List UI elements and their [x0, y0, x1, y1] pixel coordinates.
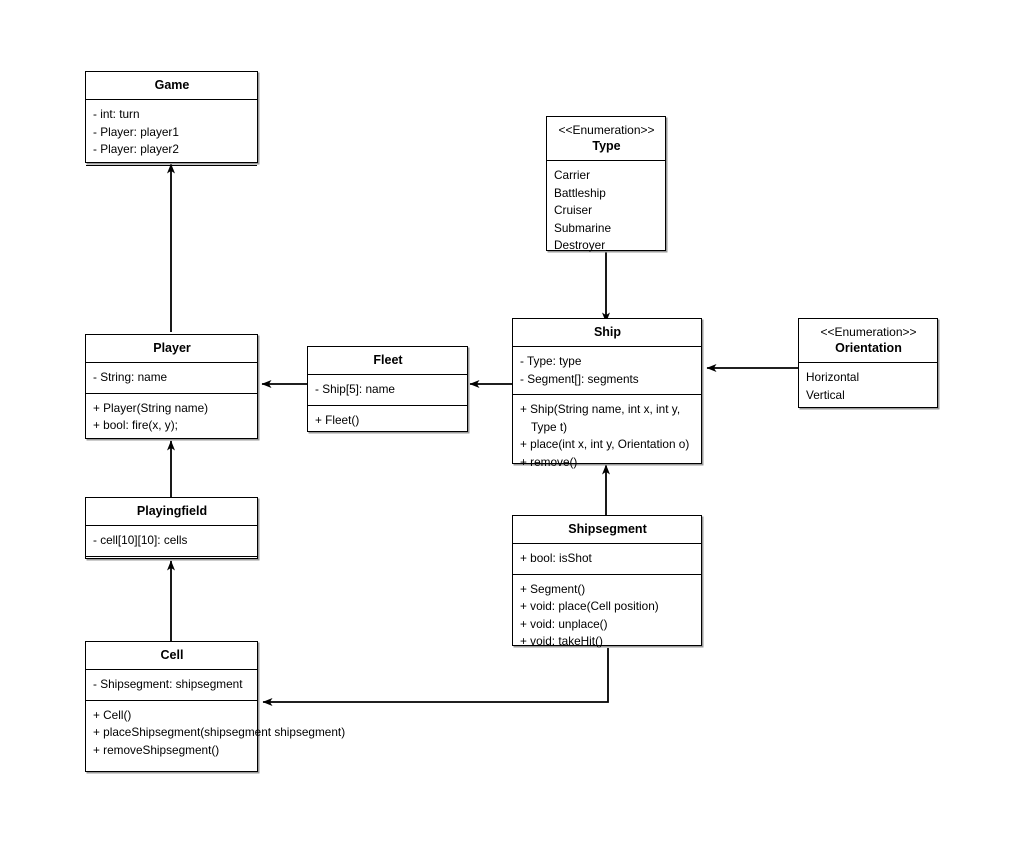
enum-literal: Destroyer [554, 238, 606, 252]
class-operations-ship: + Ship(String name, int x, int y, Type t… [513, 395, 701, 477]
attribute-line: - Segment[]: segments [520, 371, 639, 386]
class-box-cell[interactable]: Cell - Shipsegment: shipsegment + Cell()… [85, 641, 346, 772]
attribute-line: - Ship[5]: name [315, 382, 395, 396]
class-title-shipsegment: Shipsegment [513, 516, 701, 544]
class-operations-playingfield [86, 557, 257, 565]
class-box-game[interactable]: Game - int: turn - Player: player1 - Pla… [85, 71, 258, 166]
class-attributes-ship: - Type: type - Segment[]: segments [513, 347, 701, 395]
attribute-line: - Player: player1 [93, 124, 179, 139]
class-box-fleet[interactable]: Fleet - Ship[5]: name + Fleet() [307, 346, 468, 432]
stereotype-label: <<Enumeration>> [558, 123, 655, 137]
class-attributes-fleet: - Ship[5]: name [308, 375, 467, 406]
operation-line: + remove() [520, 454, 578, 469]
attribute-line: + bool: isShot [520, 551, 592, 565]
attribute-line: - Player: player2 [93, 142, 179, 156]
class-box-shipsegment[interactable]: Shipsegment + bool: isShot + Segment() +… [512, 515, 702, 648]
enum-literals-orientation: Horizontal Vertical [799, 363, 937, 410]
class-title-player: Player [86, 335, 257, 363]
operation-line: + void: takeHit() [520, 634, 603, 648]
enum-literal: Vertical [806, 387, 845, 402]
enum-literal: Cruiser [554, 203, 593, 217]
operation-line: + bool: fire(x, y); [93, 418, 178, 432]
class-operations-player: + Player(String name) + bool: fire(x, y)… [86, 394, 257, 441]
class-box-orientation-enum[interactable]: <<Enumeration>> Orientation Horizontal V… [798, 318, 938, 408]
class-box-playingfield[interactable]: Playingfield - cell[10][10]: cells [85, 497, 258, 559]
class-operations-cell: + Cell() + placeShipsegment(shipsegment … [86, 701, 346, 766]
class-attributes-player: - String: name [86, 363, 257, 394]
enum-name: Type [592, 139, 621, 153]
class-attributes-playingfield: - cell[10][10]: cells [86, 526, 257, 557]
enum-literal: Submarine [554, 220, 612, 235]
operation-line: + removeShipsegment() [93, 742, 220, 757]
class-title-type-enum: <<Enumeration>> Type [547, 117, 665, 161]
attribute-line: - Shipsegment: shipsegment [93, 677, 243, 691]
class-title-game: Game [86, 72, 257, 100]
operation-line: + Ship(String name, int x, int y, Type t… [520, 402, 684, 434]
operation-line: + void: place(Cell position) [520, 599, 659, 613]
class-title-ship: Ship [513, 319, 701, 347]
operation-line: + Segment() [520, 581, 586, 596]
class-operations-fleet: + Fleet() [308, 406, 467, 436]
enum-literals-type: Carrier Battleship Cruiser Submarine Des… [547, 161, 665, 261]
class-operations-game [86, 166, 257, 174]
attribute-line: - String: name [93, 370, 168, 384]
operation-line: + Player(String name) [93, 400, 209, 415]
enum-name: Orientation [835, 341, 902, 355]
operation-line: + void: unplace() [520, 616, 608, 631]
attribute-line: - int: turn [93, 107, 140, 121]
operation-line: + Cell() [93, 707, 132, 722]
class-attributes-shipsegment: + bool: isShot [513, 544, 701, 575]
operation-line: + place(int x, int y, Orientation o) [520, 437, 690, 451]
attribute-line: - cell[10][10]: cells [93, 533, 188, 547]
class-attributes-game: - int: turn - Player: player1 - Player: … [86, 100, 257, 166]
class-box-player[interactable]: Player - String: name + Player(String na… [85, 334, 258, 439]
class-title-fleet: Fleet [308, 347, 467, 375]
operation-line: + Fleet() [315, 412, 360, 427]
class-box-type-enum[interactable]: <<Enumeration>> Type Carrier Battleship … [546, 116, 666, 252]
stereotype-label: <<Enumeration>> [820, 325, 917, 339]
enum-literal: Carrier [554, 168, 591, 182]
class-title-playingfield: Playingfield [86, 498, 257, 526]
enum-literal: Horizontal [806, 370, 860, 384]
operation-line: + placeShipsegment(shipsegment shipsegme… [93, 725, 346, 739]
class-title-cell: Cell [86, 642, 257, 670]
attribute-line: - Type: type [520, 354, 582, 368]
class-attributes-cell: - Shipsegment: shipsegment [86, 670, 257, 701]
class-title-orientation-enum: <<Enumeration>> Orientation [799, 319, 937, 363]
enum-literal: Battleship [554, 185, 606, 200]
class-operations-shipsegment: + Segment() + void: place(Cell position)… [513, 575, 701, 657]
class-box-ship[interactable]: Ship - Type: type - Segment[]: segments … [512, 318, 702, 469]
